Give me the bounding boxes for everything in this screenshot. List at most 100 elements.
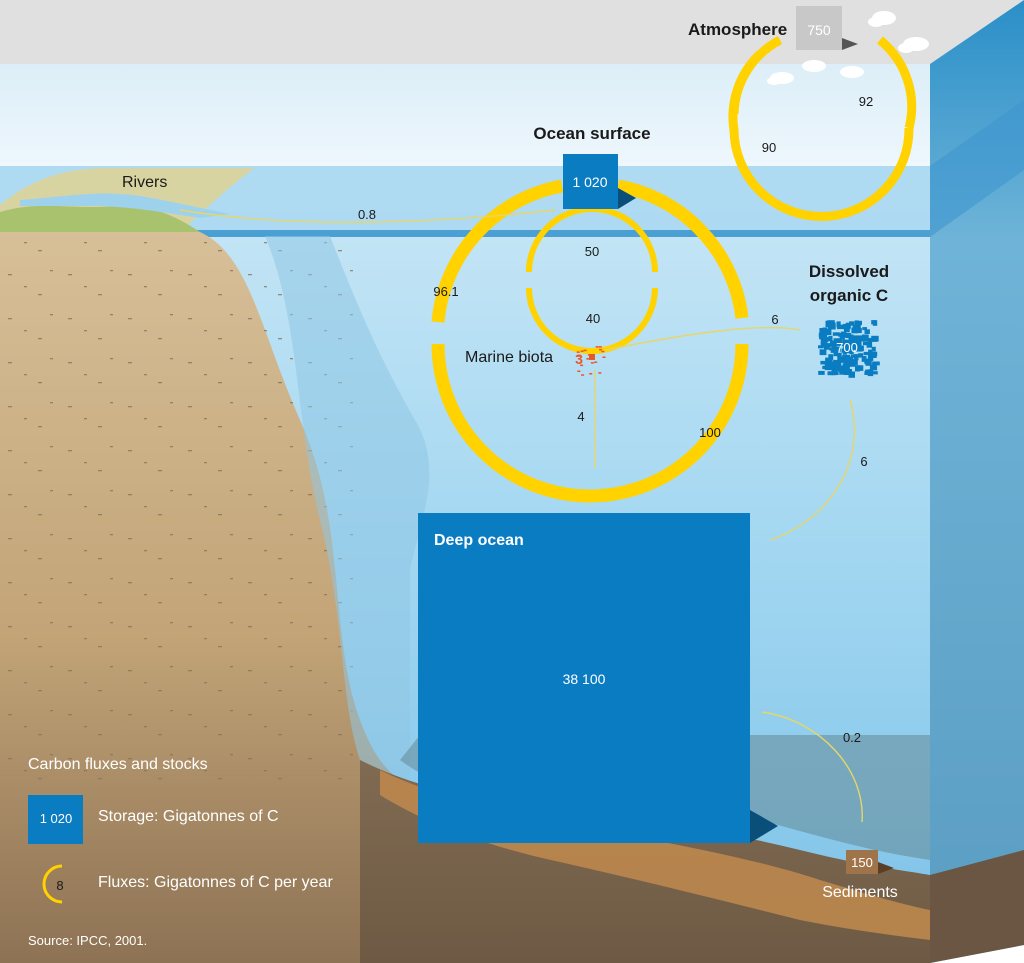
- flux-value-ocean-to-atm: 90: [762, 140, 776, 155]
- stock-deep-ocean: 38 100: [418, 513, 778, 843]
- biota-particle: [581, 374, 585, 376]
- river-water: [20, 193, 230, 218]
- doc-particle: [871, 335, 879, 342]
- biota-particle: [598, 372, 602, 374]
- stock-dissolved-organic-value: 700: [836, 340, 858, 355]
- continental-slope: [265, 236, 430, 790]
- doc-particle: [818, 370, 825, 375]
- flux-value-surface-to-deep: 100: [699, 425, 721, 440]
- doc-particle: [837, 352, 842, 358]
- biota-particle: [601, 350, 605, 353]
- doc-particle: [843, 370, 852, 375]
- doc-particle: [821, 333, 828, 339]
- doc-particle: [819, 349, 827, 356]
- doc-particle: [871, 346, 876, 352]
- doc-particle: [849, 349, 854, 355]
- biota-particle: [576, 355, 580, 357]
- doc-particle: [849, 335, 857, 342]
- stock-atmosphere-value: 750: [807, 22, 831, 38]
- doc-particle: [853, 340, 861, 344]
- doc-particle: [842, 323, 851, 330]
- rivers-grass: [0, 205, 200, 232]
- flux-ring-surface-deep-left: [431, 179, 564, 323]
- biota-particle: [594, 361, 598, 363]
- doc-particle: [868, 349, 873, 354]
- doc-particle: [866, 341, 873, 348]
- stock-sediments: 150: [846, 850, 894, 874]
- doc-particle: [862, 334, 869, 342]
- doc-particle: [839, 368, 847, 375]
- doc-particle: [859, 345, 864, 352]
- doc-particle: [837, 356, 844, 363]
- doc-particle: [844, 342, 850, 347]
- stock-ocean-surface-value: 1 020: [572, 174, 607, 190]
- doc-particle: [831, 366, 838, 370]
- doc-particle: [844, 333, 852, 338]
- doc-particle: [848, 371, 855, 378]
- flux-line-biota-to-doc: [604, 326, 801, 351]
- legend-storage-value: 1 020: [40, 811, 73, 826]
- doc-particle: [858, 353, 864, 358]
- doc-particle: [854, 320, 859, 325]
- label-marine-biota: Marine biota: [465, 349, 553, 366]
- legend-storage-text: Storage: Gigatonnes of C: [98, 808, 279, 825]
- flux-line-doc-to-deep: [769, 399, 856, 541]
- doc-particle: [850, 359, 858, 365]
- biota-particle: [586, 358, 590, 360]
- legend-flux-swatch: [42, 864, 63, 904]
- doc-particle: [853, 327, 861, 333]
- doc-particle: [835, 362, 842, 368]
- doc-particle: [864, 358, 872, 365]
- biota-particle: [595, 346, 599, 348]
- flux-value-biota-to-deep: 4: [577, 409, 584, 424]
- biota-particle: [583, 349, 587, 352]
- sea-surface-side: [930, 100, 1024, 237]
- doc-particle: [849, 321, 855, 326]
- thin-flux-lines: [179, 209, 863, 823]
- doc-particle: [828, 335, 833, 342]
- flux-value-doc-to-deep: 6: [860, 454, 867, 469]
- doc-particle: [818, 332, 824, 338]
- flux-line-rivers: [179, 209, 556, 223]
- doc-particle: [846, 359, 853, 366]
- biota-particle: [589, 373, 593, 375]
- flux-ring-surface-deep-lower: [431, 343, 749, 503]
- doc-particle: [833, 338, 839, 342]
- doc-particle: [824, 345, 830, 350]
- biota-particle: [576, 351, 580, 353]
- label-atmosphere: Atmosphere: [688, 20, 787, 39]
- doc-particle: [825, 320, 833, 328]
- flux-value-biota-to-surface: 40: [586, 311, 600, 326]
- doc-particle: [824, 363, 832, 371]
- doc-particle: [823, 331, 831, 335]
- doc-particle: [823, 343, 831, 347]
- doc-particle: [853, 354, 859, 361]
- doc-particle: [872, 320, 878, 326]
- doc-particle: [864, 329, 870, 334]
- doc-particle: [831, 345, 837, 349]
- doc-particle: [863, 351, 870, 356]
- doc-particle: [855, 365, 860, 372]
- doc-particle: [865, 369, 871, 375]
- label-rivers: Rivers: [122, 174, 167, 191]
- flux-value-rivers: 0.8: [358, 207, 376, 222]
- doc-particle: [862, 327, 867, 331]
- doc-particle: [861, 356, 867, 362]
- doc-particle: [820, 338, 827, 346]
- sediment-layer: [380, 770, 930, 940]
- doc-particle: [831, 369, 837, 376]
- doc-particle: [843, 348, 852, 353]
- doc-particle: [820, 360, 829, 365]
- dissolved-organic-particles: [818, 320, 880, 378]
- biota-particle: [577, 370, 581, 372]
- stock-dissolved-organic: 700: [818, 320, 880, 378]
- flux-arrows: [431, 36, 917, 503]
- doc-particle: [827, 371, 834, 376]
- biota-particle: [580, 350, 584, 352]
- doc-particle: [834, 340, 843, 346]
- doc-particle: [830, 349, 838, 353]
- doc-particle: [872, 366, 878, 371]
- legend-title: Carbon fluxes and stocks: [28, 756, 208, 773]
